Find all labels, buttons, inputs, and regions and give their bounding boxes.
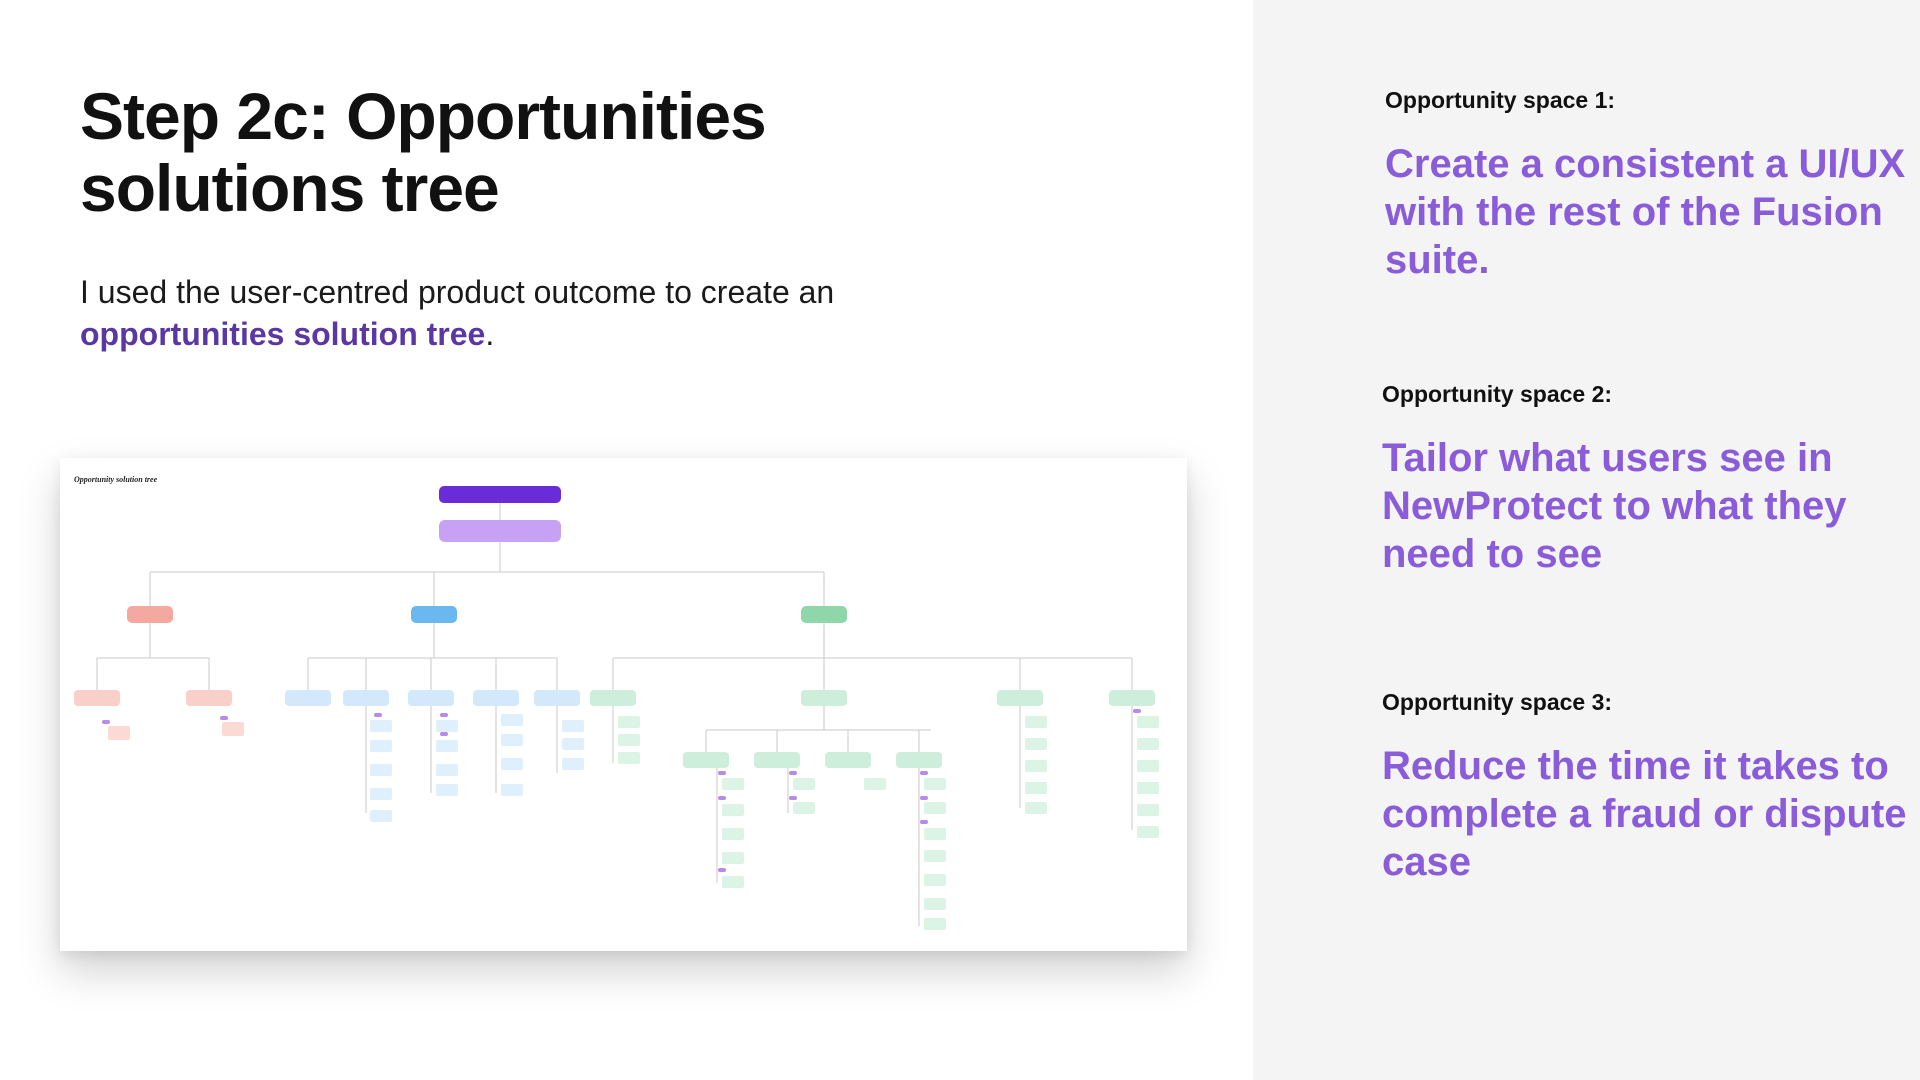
- intro-text: I used the user-centred product outcome …: [80, 274, 835, 310]
- tree-preview-title: Opportunity solution tree: [74, 475, 158, 484]
- intro-paragraph: I used the user-centred product outcome …: [80, 271, 980, 355]
- opportunity-space-2-label: Opportunity space 2:: [1382, 381, 1613, 407]
- page-title: Step 2c: Opportunities solutions tree: [80, 79, 767, 225]
- tree-diagram: [74, 486, 1159, 930]
- tree-preview-subtitle: ​: [74, 486, 164, 491]
- intro-period: .: [485, 316, 495, 352]
- opportunity-space-3-text: Reduce the time it takes to complete a f…: [1382, 744, 1907, 884]
- opportunity-tree-preview[interactable]: Opportunity solution tree ​: [60, 458, 1187, 951]
- opportunity-space-2: Opportunity space 2: Tailor what users s…: [1382, 380, 1920, 578]
- opportunities-solution-tree-link[interactable]: opportunities solution tree: [80, 316, 486, 352]
- right-panel: Opportunity space 1: Create a consistent…: [1253, 0, 1920, 1080]
- opportunity-space-1-text: Create a consistent a UI/UX with the res…: [1385, 142, 1906, 282]
- opportunity-space-1: Opportunity space 1: Create a consistent…: [1385, 86, 1920, 284]
- opportunity-space-3-label: Opportunity space 3:: [1382, 689, 1613, 715]
- opportunity-space-2-text: Tailor what users see in NewProtect to w…: [1382, 436, 1847, 576]
- opportunity-space-1-label: Opportunity space 1:: [1385, 87, 1616, 113]
- left-panel: Step 2c: Opportunities solutions tree I …: [60, 79, 1187, 951]
- opportunity-space-3: Opportunity space 3: Reduce the time it …: [1382, 688, 1920, 886]
